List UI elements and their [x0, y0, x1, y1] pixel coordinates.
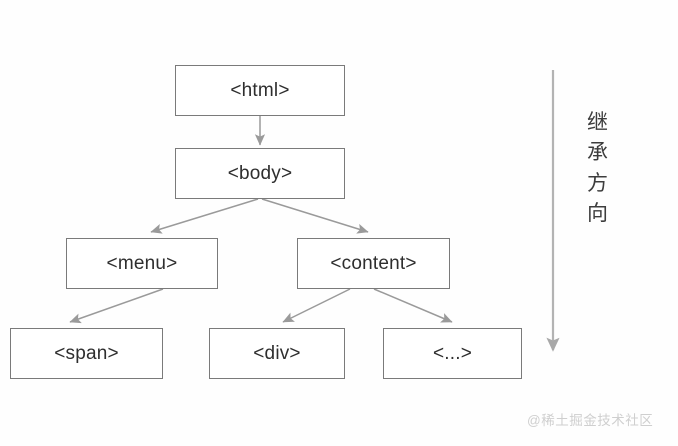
node-content[interactable]: <content> [297, 238, 450, 289]
node-span[interactable]: <span> [10, 328, 163, 379]
node-body[interactable]: <body> [175, 148, 345, 199]
node-span-label: <span> [54, 343, 119, 364]
edge-content-div [282, 288, 351, 323]
direction-char-1: 继 [587, 111, 609, 134]
node-etc[interactable]: <...> [383, 328, 522, 379]
node-menu-label: <menu> [106, 253, 178, 274]
node-html-label: <html> [230, 80, 290, 101]
node-content-label: <content> [330, 253, 417, 274]
direction-char-3: 方 [587, 171, 609, 195]
node-div[interactable]: <div> [209, 328, 345, 379]
inheritance-direction-label: 继 承 方 向 [578, 108, 618, 230]
edge-body-content [261, 198, 369, 234]
direction-char-4: 向 [587, 202, 609, 226]
node-html[interactable]: <html> [175, 65, 345, 116]
direction-char-2: 承 [587, 141, 609, 165]
edge-content-etc [373, 288, 453, 323]
watermark: @稀土掘金技术社区 [527, 413, 654, 428]
node-menu[interactable]: <menu> [66, 238, 218, 289]
node-body-label: <body> [227, 163, 293, 184]
edge-menu-span [69, 288, 164, 324]
edge-body-menu [150, 198, 259, 234]
node-div-label: <div> [253, 343, 301, 364]
node-etc-label: <...> [432, 343, 473, 364]
